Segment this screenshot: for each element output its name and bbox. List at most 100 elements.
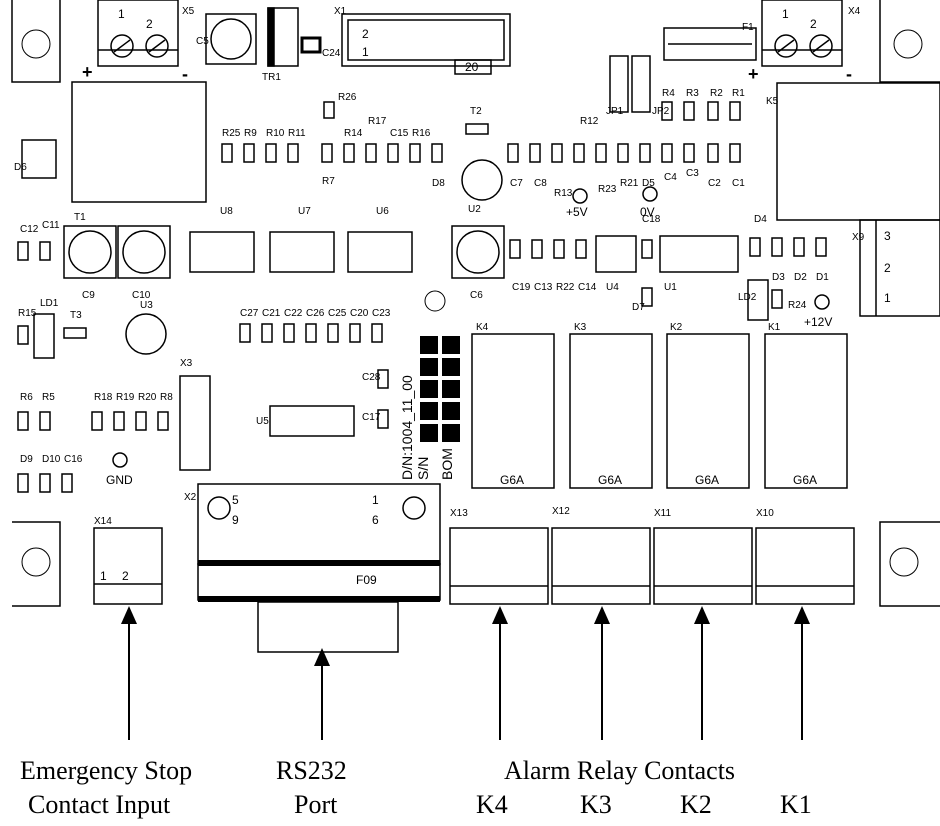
r24-label: R24 [788, 300, 807, 311]
x4-label: X4 [848, 6, 861, 17]
r21-label: R21 [620, 178, 639, 189]
c19-label: C19 [512, 282, 531, 293]
r6-label: R6 [20, 392, 33, 403]
c12-label: C12 [20, 224, 39, 235]
d4-label: D4 [754, 214, 767, 225]
c11-label: C11 [42, 220, 60, 231]
r3-label: R3 [686, 88, 699, 99]
r9-label: R9 [244, 128, 257, 139]
x4-plus: + [748, 64, 759, 84]
x10-label: X10 [756, 508, 774, 519]
x9-pin1: 1 [884, 291, 891, 305]
ld2-label: LD2 [738, 292, 757, 303]
caption-emergency-line1: Emergency Stop [20, 756, 193, 785]
tr1-label: TR1 [262, 72, 281, 83]
x1-row2: 2 [362, 27, 369, 41]
x14-label: X14 [94, 516, 112, 527]
k5-label: K5 [766, 96, 779, 107]
x11-label: X11 [654, 508, 671, 519]
r20-label: R20 [138, 392, 157, 403]
c22-label: C22 [284, 308, 303, 319]
caption-emergency-line2: Contact Input [28, 790, 171, 819]
r2-label: R2 [710, 88, 723, 99]
c7-label: C7 [510, 178, 523, 189]
r25-label: R25 [222, 128, 241, 139]
zerov-label: 0V [640, 205, 655, 219]
c1-label: C1 [732, 178, 745, 189]
gnd-label: GND [106, 473, 133, 487]
k4-label: K4 [476, 322, 489, 333]
k1-type: G6A [793, 473, 817, 487]
t3-label: T3 [70, 310, 82, 321]
d5-label: D5 [642, 178, 655, 189]
r22-label: R22 [556, 282, 575, 293]
c17-label: C17 [362, 412, 381, 423]
r16-label: R16 [412, 128, 431, 139]
r1-label: R1 [732, 88, 745, 99]
caption-alarm-title: Alarm Relay Contacts [504, 756, 736, 785]
d2-label: D2 [794, 272, 807, 283]
c18-label: C18 [642, 214, 661, 225]
k3-label: K3 [574, 322, 587, 333]
caption-rs232-line2: Port [294, 790, 338, 819]
k1-label: K1 [768, 322, 781, 333]
u6-label: U6 [376, 206, 389, 217]
x3-label: X3 [180, 358, 193, 369]
d6-label: D6 [14, 162, 27, 173]
x4-pin1: 1 [782, 7, 789, 21]
d1-label: D1 [816, 272, 829, 283]
c21-label: C21 [262, 308, 281, 319]
x2-pin1: 1 [372, 493, 379, 507]
x1-row1: 1 [362, 45, 369, 59]
c8-label: C8 [534, 178, 547, 189]
r17-label: R17 [368, 116, 387, 127]
r4-label: R4 [662, 88, 675, 99]
u7-label: U7 [298, 206, 311, 217]
c20-label: C20 [350, 308, 369, 319]
c15-label: C15 [390, 128, 409, 139]
c5-label: C5 [196, 36, 209, 47]
x2-pin9: 9 [232, 513, 239, 527]
dn-label: D/N:1004_11_00 [399, 375, 415, 480]
r11-label: R11 [288, 128, 306, 139]
c4-label: C4 [664, 172, 677, 183]
x2-pin5: 5 [232, 493, 239, 507]
c6-label: C6 [470, 290, 483, 301]
caption-k4: K4 [476, 790, 508, 819]
r23-label: R23 [598, 184, 617, 195]
r12-label: R12 [580, 116, 599, 127]
x4-pin2: 2 [810, 17, 817, 31]
jp1-label: JP1 [606, 106, 624, 117]
x1-label: X1 [334, 6, 347, 17]
x5-pin1: 1 [118, 7, 125, 21]
caption-k3: K3 [580, 790, 612, 819]
bom-label: BOM [439, 448, 455, 480]
x9-pin3: 3 [884, 229, 891, 243]
ld1-label: LD1 [40, 298, 59, 309]
u4-label: U4 [606, 282, 619, 293]
c13-label: C13 [534, 282, 553, 293]
c28-label: C28 [362, 372, 381, 383]
d3-label: D3 [772, 272, 785, 283]
c3-label: C3 [686, 168, 699, 179]
r19-label: R19 [116, 392, 135, 403]
x9-pin2: 2 [884, 261, 891, 275]
x5-minus: - [182, 64, 188, 84]
u2-label: U2 [468, 204, 481, 215]
c27-label: C27 [240, 308, 259, 319]
c24-label: C24 [322, 48, 341, 59]
plus5v-label: +5V [566, 205, 588, 219]
c9-label: C9 [82, 290, 95, 301]
r14-label: R14 [344, 128, 363, 139]
u5-label: U5 [256, 416, 269, 427]
x9-label: X9 [852, 232, 865, 243]
r15-label: R15 [18, 308, 37, 319]
c23-label: C23 [372, 308, 391, 319]
u3-label: U3 [140, 300, 153, 311]
x4-minus: - [846, 64, 852, 84]
r10-label: R10 [266, 128, 285, 139]
sn-label: S/N [415, 457, 431, 480]
r26-label: R26 [338, 92, 357, 103]
r5-label: R5 [42, 392, 55, 403]
